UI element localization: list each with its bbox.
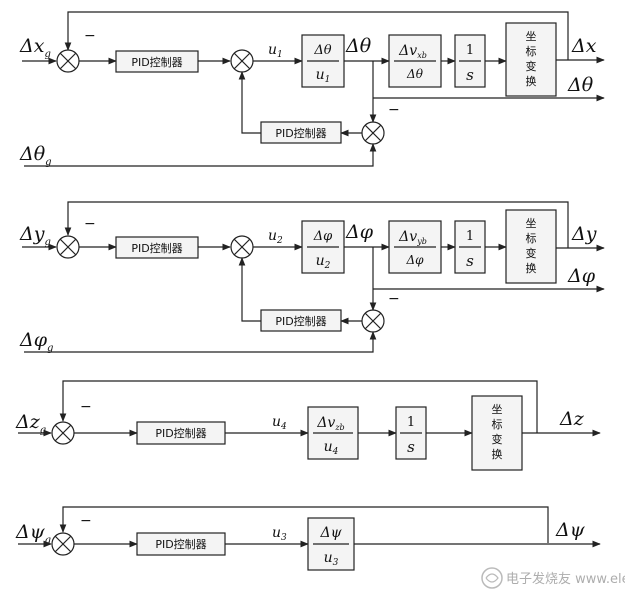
loop-y-outer-minus: −: [84, 216, 96, 232]
loop-y-integrator-num: 1: [466, 229, 474, 244]
coord-char-2: 标: [526, 44, 537, 58]
loop-x-inner-minus: −: [388, 102, 400, 118]
loop-z: − Δzg PID控制器 u4 Δvzb u4 1 s 坐 标 变 换 Δz: [15, 380, 601, 471]
loop-y-input-label: Δyg: [19, 223, 51, 248]
loop-psi-output-label: Δψ: [555, 519, 586, 541]
loop-psi-input-label: Δψg: [15, 521, 51, 546]
loop-z-pid-label: PID控制器: [155, 426, 206, 440]
loop-y-outer-feedback: [64, 201, 569, 248]
loop-y-tf2-den: Δφ: [405, 253, 424, 267]
loop-x-tf1-num: Δθ: [313, 43, 331, 58]
loop-y-inner-minus: −: [388, 291, 400, 307]
loop-x-output-label: Δx: [571, 35, 597, 57]
loop-y-tf2-num: Δvyb: [398, 229, 427, 246]
loop-z-outer-feedback: [59, 380, 538, 433]
loop-y-coord-transform-box: [505, 209, 557, 284]
loop-psi-tf-den: u3: [324, 550, 339, 568]
coord-char-4: 换: [492, 447, 503, 461]
loop-x-integrator-den: s: [466, 66, 474, 84]
loop-y-pid-2-label: PID控制器: [275, 314, 326, 328]
loop-y-integrator-den: s: [466, 252, 474, 270]
loop-psi-outer-feedback: [59, 506, 549, 543]
loop-x-input2-label: Δθg: [19, 143, 52, 168]
coord-char-4: 换: [526, 261, 537, 275]
loop-z-tf-den: u4: [324, 439, 339, 457]
coord-char-3: 变: [492, 432, 503, 446]
loop-x-outer-feedback: [64, 11, 569, 60]
loop-psi: − Δψg PID控制器 u3 Δψ u3 Δψ: [15, 506, 601, 571]
loop-z-tf-num: Δvzb: [316, 415, 344, 432]
loop-x-input-label: Δxg: [19, 35, 51, 60]
coord-char-1: 坐: [492, 403, 503, 416]
loop-y-u-label: u2: [268, 228, 283, 246]
loop-x: − Δxg PID控制器 u1 Δθ u1 Δθ Δvxb Δθ 1 s: [19, 11, 605, 168]
loop-z-u-label: u4: [272, 414, 287, 432]
loop-z-integrator-den: s: [407, 438, 415, 456]
loop-psi-pid-label: PID控制器: [155, 537, 206, 551]
loop-z-output-label: Δz: [559, 408, 585, 430]
loop-x-coord-transform-box: [505, 22, 557, 97]
loop-x-tf2-num: Δvxb: [398, 43, 427, 60]
loop-x-tf2-den: Δθ: [406, 67, 424, 81]
coord-char-1: 坐: [526, 30, 537, 43]
loop-x-outer-minus: −: [84, 28, 96, 44]
loop-x-mid-label: Δθ: [345, 35, 372, 57]
loop-x-u-label: u1: [268, 42, 283, 60]
loop-x-pid-1-label: PID控制器: [131, 55, 182, 69]
loop-x-output2-label: Δθ: [567, 74, 594, 96]
coord-char-3: 变: [526, 246, 537, 260]
loop-psi-u-label: u3: [272, 525, 287, 543]
loop-x-pid-2-label: PID控制器: [275, 126, 326, 140]
loop-z-outer-minus: −: [80, 399, 92, 415]
loop-y-pid-1-label: PID控制器: [131, 241, 182, 255]
loop-x-integrator-num: 1: [466, 43, 474, 58]
coord-char-2: 标: [526, 231, 537, 245]
coord-char-1: 坐: [526, 217, 537, 230]
watermark: 电子发烧友 www.elecfans.com: [481, 567, 625, 589]
loop-psi-tf-num: Δψ: [319, 525, 342, 541]
loop-y: − Δyg PID控制器 u2 Δφ u2 Δφ Δvyb Δφ 1 s 坐 标…: [19, 201, 605, 354]
coord-char-3: 变: [526, 59, 537, 73]
loop-z-input-label: Δzg: [15, 411, 46, 436]
watermark-text: 电子发烧友 www.elecfans.com: [506, 571, 625, 587]
loop-z-integrator-num: 1: [407, 415, 415, 430]
loop-y-tf1-num: Δφ: [313, 229, 333, 244]
loop-y-output-label: Δy: [571, 223, 597, 245]
loop-y-tf1-den: u2: [316, 253, 331, 271]
loop-y-output2-label: Δφ: [567, 265, 596, 287]
loop-y-input2-label: Δφg: [19, 329, 53, 354]
loop-psi-outer-minus: −: [80, 513, 92, 529]
loop-y-mid-label: Δφ: [345, 221, 374, 243]
loop-z-coord-transform-box: [471, 395, 523, 471]
watermark-logo-icon: [481, 567, 503, 589]
coord-char-2: 标: [492, 417, 503, 431]
coord-char-4: 换: [526, 74, 537, 88]
loop-x-tf1-den: u1: [316, 67, 331, 85]
